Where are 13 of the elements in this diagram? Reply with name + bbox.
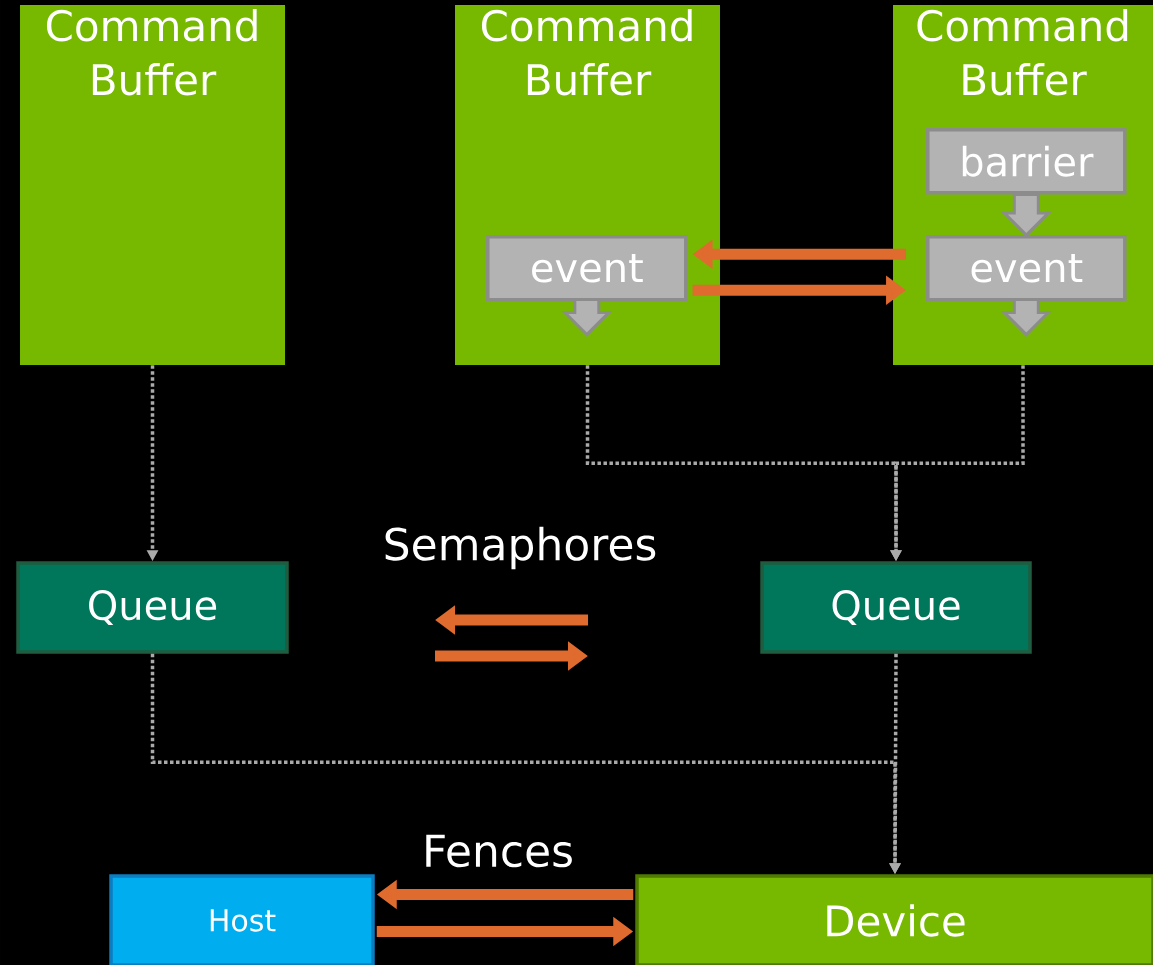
- queue-box: Queue: [760, 561, 1032, 654]
- event-box: event: [926, 235, 1127, 302]
- block-arrow: [1000, 193, 1052, 238]
- device-box: Device: [635, 874, 1153, 965]
- command-buffer-box: Command Buffer: [20, 5, 285, 365]
- edge-label: Fences: [426, 834, 572, 868]
- caption-text: Semaphores: [385, 526, 656, 570]
- queue-box: Queue: [16, 561, 289, 654]
- block-arrow: [561, 298, 613, 337]
- block-arrow: [1000, 298, 1052, 337]
- host-box: Host: [109, 874, 375, 965]
- event-box: event: [486, 235, 688, 302]
- barrier-box: barrier: [926, 128, 1127, 195]
